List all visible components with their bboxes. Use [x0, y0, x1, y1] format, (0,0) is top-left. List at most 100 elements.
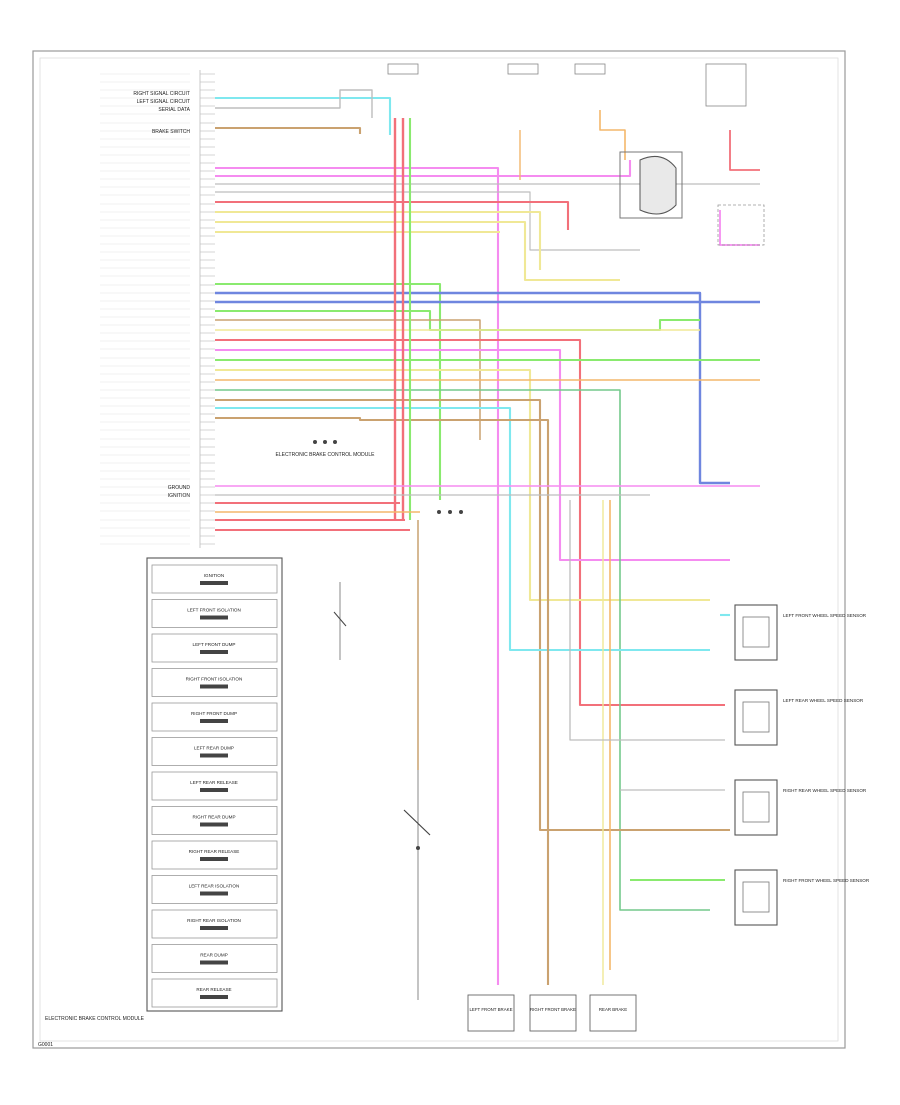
- valve-cell-label: LEFT REAR ISOLATION: [189, 884, 240, 889]
- wire-dk-blu-1: [215, 291, 730, 485]
- wheel-sensor-label: LEFT FRONT WHEEL SPEED SENSOR: [783, 613, 867, 618]
- module-dot-2: [323, 440, 327, 444]
- bottom-sensors: LEFT FRONT BRAKE RIGHT FRONT BRAKE REAR BR…: [467, 994, 637, 1032]
- valve-coil-icon: [200, 650, 228, 654]
- bottom-sensor-box: [589, 994, 637, 1032]
- bottom-sensor-box: [467, 994, 515, 1032]
- wheel-sensor-coil-icon: [742, 701, 770, 733]
- wire-ppl-3: [215, 348, 730, 562]
- wire-red-8: [729, 130, 760, 171]
- valve-cell: [151, 944, 278, 973]
- left-label-brake-switch: BRAKE SWITCH: [152, 129, 190, 135]
- valve-cell-label: RIGHT REAR RELEASE: [189, 849, 240, 854]
- wheel-sensor-box: [734, 689, 778, 746]
- wire-tan-3: [215, 398, 730, 832]
- valve-coil-icon: [200, 891, 228, 896]
- wheel-sensor-coil-icon: [742, 616, 770, 648]
- left-label-left-signal: LEFT SIGNAL CIRCUIT: [137, 99, 190, 105]
- connector-pin-column: [199, 70, 215, 548]
- pump-motor-housing: [619, 151, 683, 219]
- module-dot-5: [448, 510, 452, 514]
- module-dot-4: [437, 510, 441, 514]
- valve-coil-icon: [200, 581, 228, 585]
- top-fuse-1: [387, 63, 419, 75]
- wire-lt-grn-1: [215, 282, 442, 500]
- wire-tan-1: [215, 126, 362, 134]
- valve-coil-icon: [200, 719, 228, 723]
- valve-cell-label: REAR DUMP: [200, 953, 228, 958]
- wire-yel-1: [215, 210, 542, 270]
- wire-tan-4: [215, 416, 550, 985]
- valve-block: [146, 557, 283, 1012]
- center-module-label: ELECTRONIC BRAKE CONTROL MODULE: [276, 452, 376, 458]
- wire-yel-5: [215, 368, 710, 602]
- valve-cell-label: RIGHT FRONT DUMP: [191, 711, 237, 716]
- left-label-ignition: IGNITION: [168, 493, 191, 499]
- module-dot-6: [459, 510, 463, 514]
- bottom-sensor-label: REAR BRAKE: [599, 1007, 627, 1012]
- valve-coil-icon: [200, 615, 228, 620]
- wire-lt-blu-1: [215, 96, 392, 135]
- top-fuse-3: [574, 63, 606, 75]
- module-dots: [313, 440, 463, 514]
- wheel-sensor-box: [734, 869, 778, 926]
- ground-switch-icon: [333, 611, 347, 627]
- wire-group: [215, 89, 760, 985]
- valve-cell: [151, 875, 278, 904]
- wire-gry-1: [215, 89, 373, 118]
- wheel-sensor-label: LEFT REAR WHEEL SPEED SENSOR: [783, 698, 864, 703]
- bottom-sensor-label: LEFT FRONT BRAKE: [469, 1007, 512, 1012]
- brake-switch-line: [333, 520, 431, 1000]
- valve-coil-icon: [200, 926, 228, 930]
- valve-cell: [151, 771, 278, 801]
- valve-cell: [151, 564, 278, 594]
- left-label-serial-data: SERIAL DATA: [158, 107, 190, 113]
- valve-block-outline: [146, 557, 283, 1012]
- right-connector-box: [717, 204, 765, 246]
- valve-cell-label: RIGHT FRONT ISOLATION: [186, 677, 243, 682]
- valve-cell-label: LEFT REAR RELEASE: [190, 780, 238, 785]
- wire-ppl-1: [215, 166, 500, 985]
- valve-cell-label: IGNITION: [204, 573, 224, 578]
- left-label-ticks: [100, 73, 190, 545]
- module-dot-1: [313, 440, 317, 444]
- wheel-sensor-box: [734, 779, 778, 836]
- left-label-ground: GROUND: [168, 485, 191, 491]
- wheel-sensor-coil-icon: [742, 881, 770, 913]
- valve-coil-icon: [200, 753, 228, 758]
- valve-coil-icon: [200, 857, 228, 861]
- diagram-inner-frame: [39, 57, 839, 1042]
- wire-red-2: [215, 338, 725, 707]
- wheel-sensor-label: RIGHT REAR WHEEL SPEED SENSOR: [783, 788, 867, 793]
- wire-orn-4: [599, 110, 626, 160]
- footer-note: ELECTRONIC BRAKE CONTROL MODULE: [45, 1016, 145, 1022]
- module-dot-3: [333, 440, 337, 444]
- wire-yel-2: [215, 220, 620, 282]
- left-signal-labels: RIGHT SIGNAL CIRCUIT LEFT SIGNAL CIRCUIT…: [133, 91, 190, 499]
- wire-gry-3: [215, 191, 640, 251]
- valve-cell-label: LEFT REAR DUMP: [194, 746, 234, 751]
- wire-ppl-5: [719, 210, 760, 246]
- valve-cell: [151, 668, 278, 697]
- valve-coil-icon: [200, 788, 228, 792]
- bottom-sensor-label: RIGHT FRONT BRAKE: [530, 1007, 576, 1012]
- valve-coil-icon: [200, 995, 228, 999]
- valve-cell: [151, 909, 278, 939]
- wheel-sensors: LEFT FRONT WHEEL SPEED SENSOR LEFT REAR W…: [734, 604, 870, 926]
- wheel-sensor-label: RIGHT FRONT WHEEL SPEED SENSOR: [783, 878, 870, 883]
- left-label-right-signal: RIGHT SIGNAL CIRCUIT: [133, 91, 190, 97]
- valve-coil-icon: [200, 960, 228, 965]
- valve-cell-label: RIGHT REAR ISOLATION: [187, 918, 241, 923]
- brake-switch-contact-icon: [403, 809, 431, 836]
- valve-cell: [151, 633, 278, 663]
- valve-coil-icon: [200, 684, 228, 689]
- valve-cell: [151, 806, 278, 835]
- wheel-sensor-box: [734, 604, 778, 661]
- valve-cell-label: RIGHT REAR DUMP: [192, 815, 235, 820]
- wheel-sensor-coil-icon: [742, 791, 770, 823]
- bottom-sensor-box: [529, 994, 577, 1032]
- wire-red-1: [215, 200, 570, 230]
- corner-code: G0001: [38, 1042, 53, 1048]
